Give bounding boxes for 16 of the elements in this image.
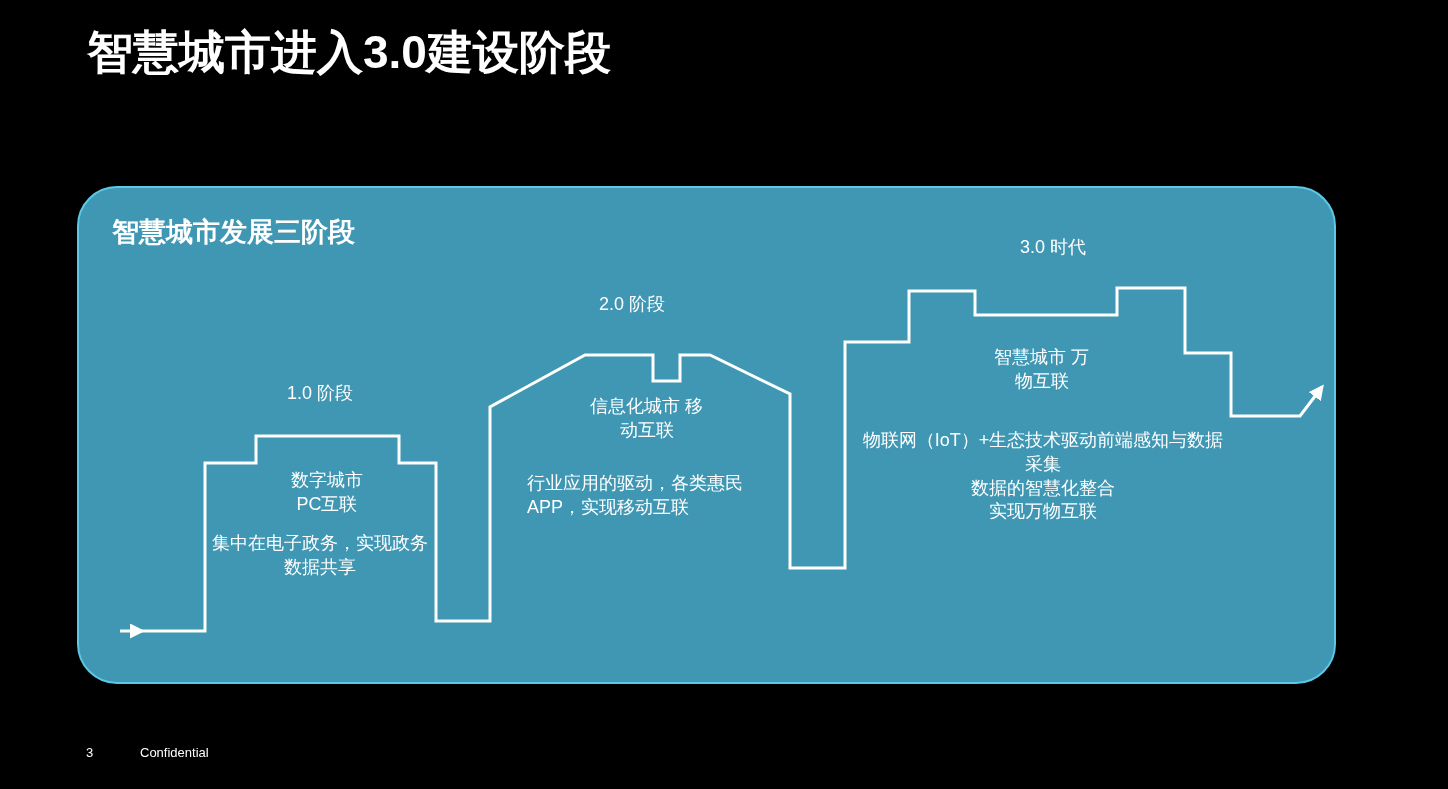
rounded-panel bbox=[77, 186, 1336, 684]
stage-label: 2.0 阶段 bbox=[598, 293, 666, 316]
footer-text: Confidential bbox=[140, 744, 210, 762]
stage-description: 集中在电子政务，实现政务数据共享 bbox=[211, 532, 429, 579]
stage-description: 数据的智慧化整合 bbox=[970, 477, 1116, 500]
stage-label: 1.0 阶段 bbox=[286, 382, 354, 405]
slide-title: 智慧城市进入3.0建设阶段 bbox=[87, 25, 611, 80]
panel-heading: 智慧城市发展三阶段 bbox=[112, 216, 355, 249]
stage-label: 3.0 时代 bbox=[1019, 236, 1087, 259]
stage-name: 信息化城市 移动互联 bbox=[589, 395, 705, 442]
page-number: 3 bbox=[86, 744, 95, 762]
stage-name: 智慧城市 万物互联 bbox=[993, 346, 1091, 393]
stage-description: 行业应用的驱动，各类惠民APP，实现移动互联 bbox=[527, 472, 744, 519]
stage-name: 数字城市 PC互联 bbox=[290, 469, 364, 516]
stage-description: 物联网（IoT）+生态技术驱动前端感知与数据采集 bbox=[861, 429, 1225, 476]
stage-description: 实现万物互联 bbox=[988, 500, 1098, 523]
